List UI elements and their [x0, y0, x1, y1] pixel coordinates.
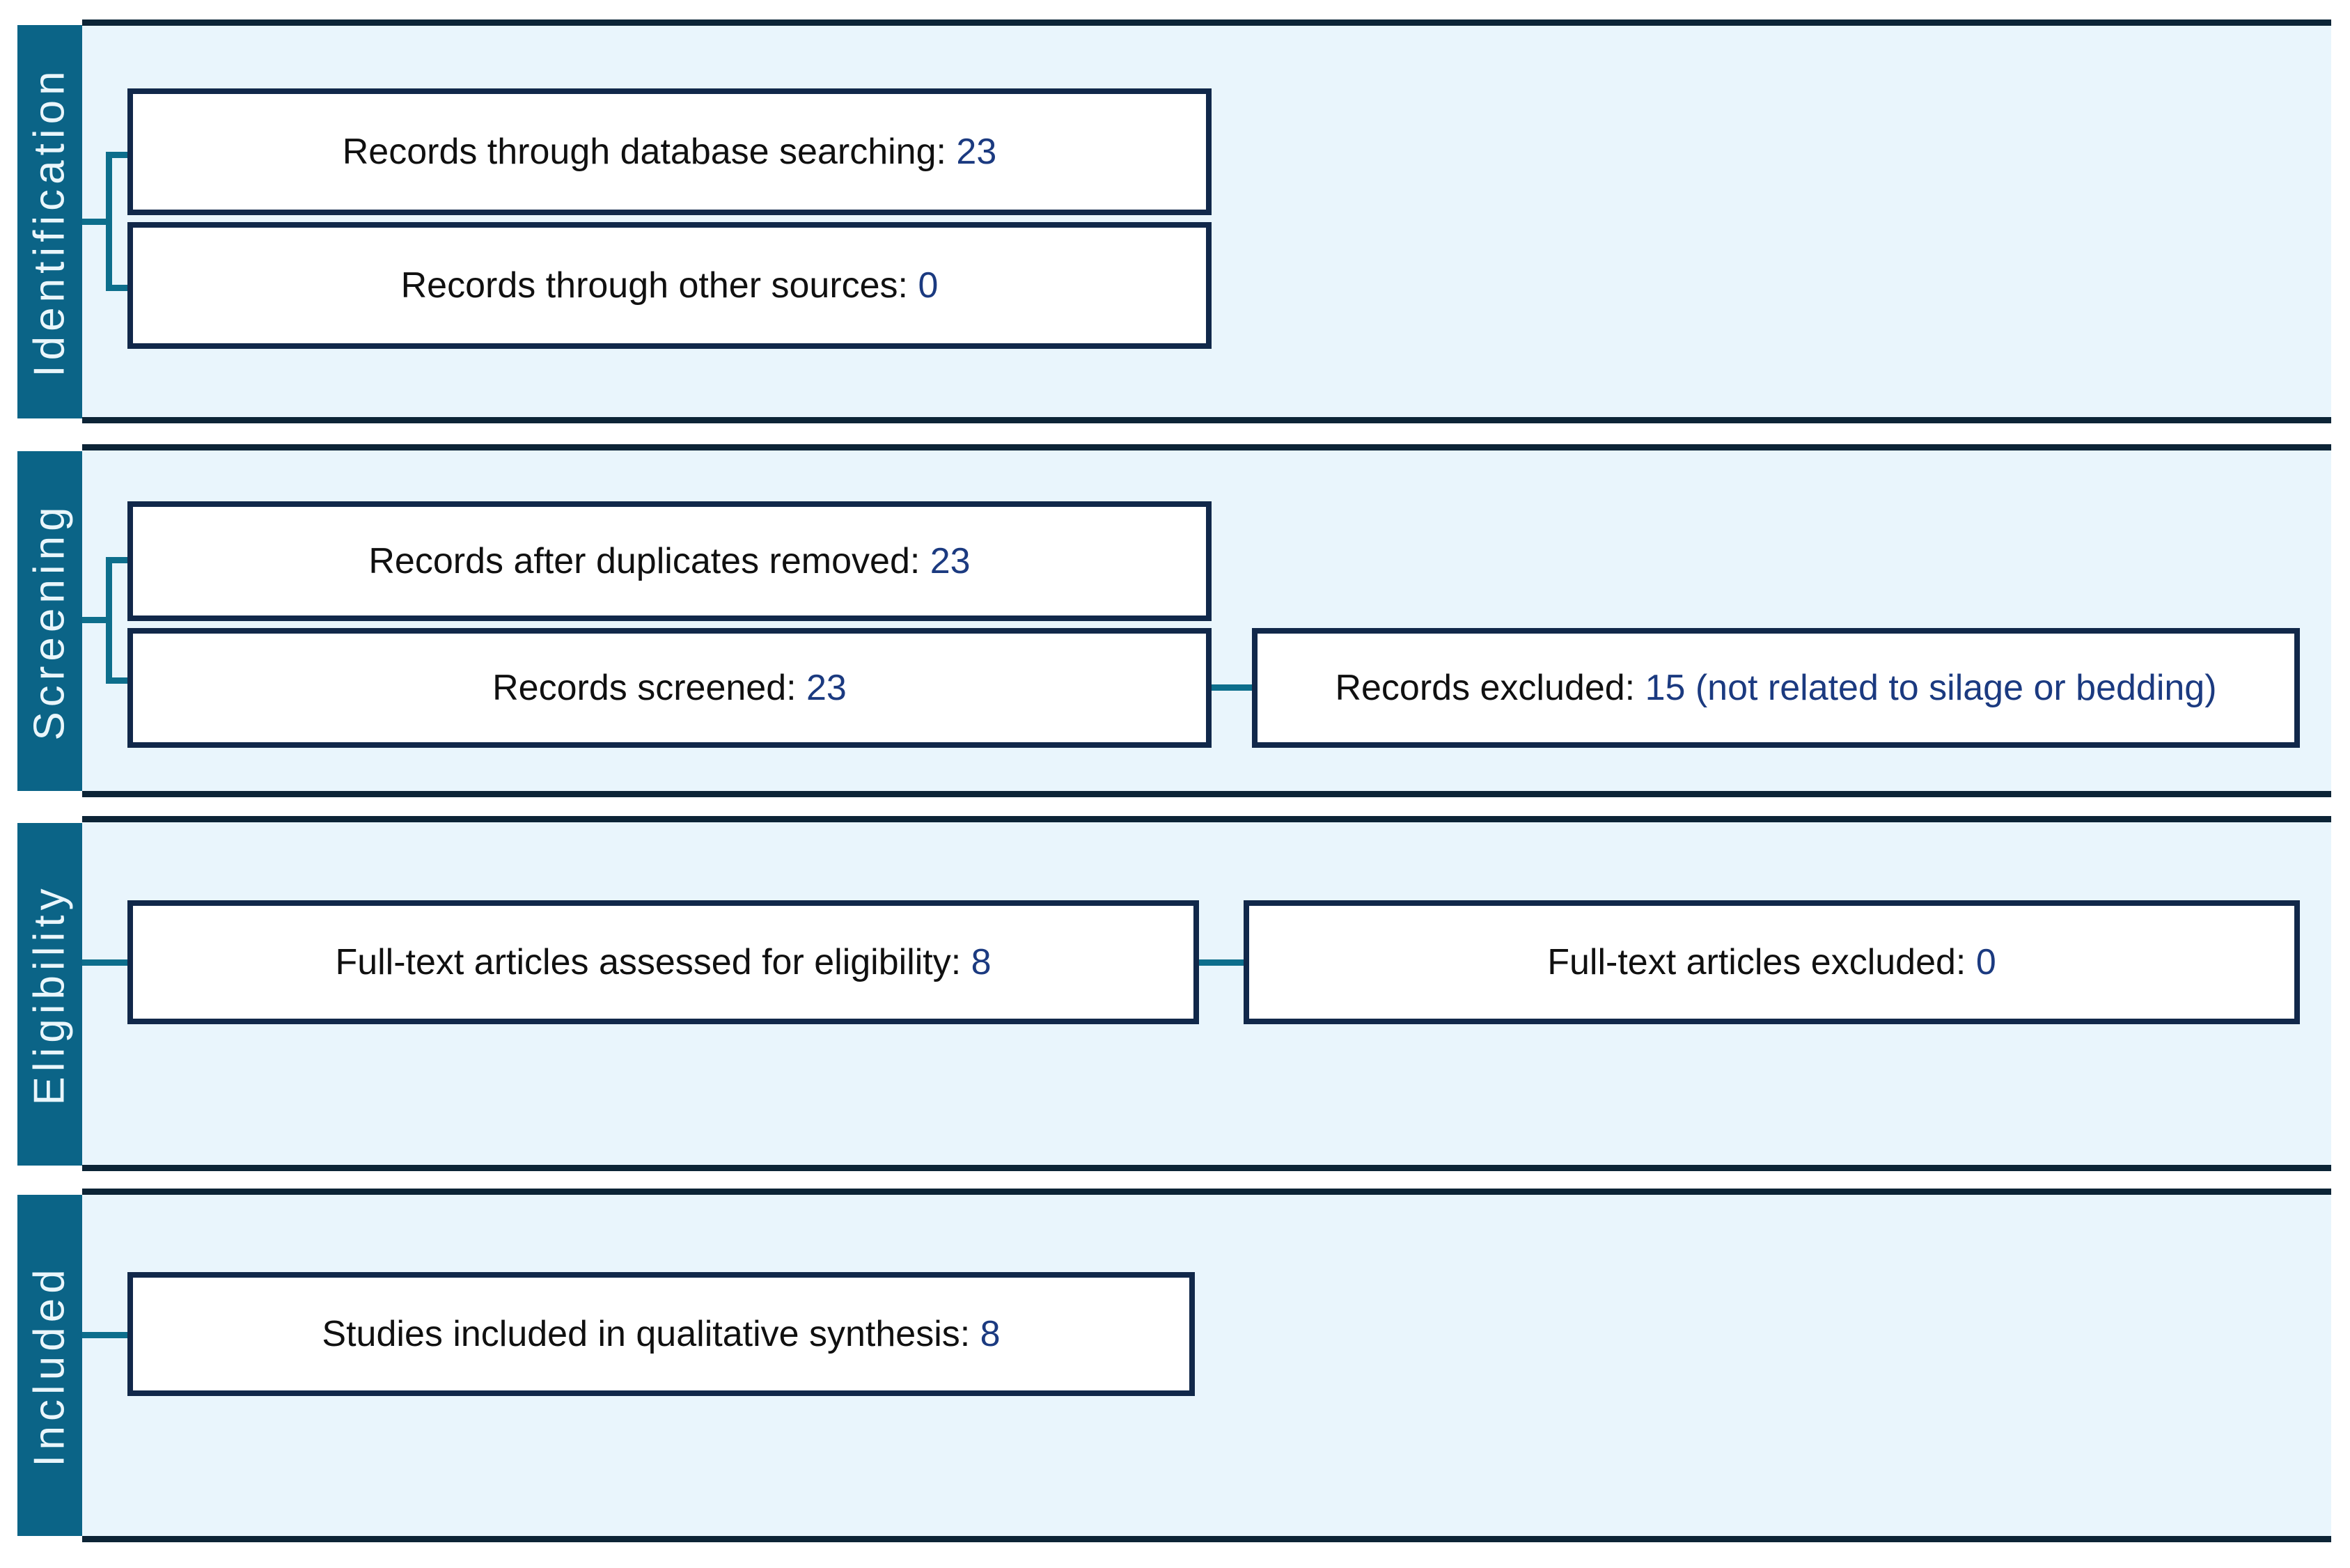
box-text-records-excluded: Records excluded: 15 (not related to sil… [1335, 667, 2217, 708]
connector-screening-spine [106, 557, 112, 684]
box-records-other-sources: Records through other sources: 0 [127, 222, 1212, 349]
box-text-full-text-assessed: Full-text articles assessed for eligibil… [335, 941, 992, 982]
box-text-records-after-duplicates-removed: Records after duplicates removed: 23 [368, 540, 971, 581]
box-value-records-database-searching: 23 [956, 131, 997, 172]
box-value-records-other-sources: 0 [918, 265, 939, 306]
box-records-screened: Records screened: 23 [127, 628, 1212, 748]
stage-tab-included: Included [17, 1195, 82, 1536]
connector-screening-to-excluded [1212, 684, 1253, 691]
connector-included-stub [82, 1332, 129, 1338]
stage-label-screening: Screening [26, 501, 74, 741]
box-value-records-screened: 23 [806, 667, 847, 708]
connector-identification-branch-top [106, 152, 134, 158]
box-text-studies-included-qualitative: Studies included in qualitative synthesi… [322, 1313, 1001, 1354]
box-records-after-duplicates-removed: Records after duplicates removed: 23 [127, 501, 1212, 621]
connector-screening-branch-bottom [106, 677, 134, 684]
box-text-records-database-searching: Records through database searching: 23 [342, 131, 997, 172]
stage-identification [82, 19, 2331, 423]
stage-tab-eligibility: Eligibility [17, 823, 82, 1166]
stage-label-included: Included [26, 1264, 75, 1467]
stage-label-identification: Identification [26, 66, 74, 377]
box-studies-included-qualitative: Studies included in qualitative synthesi… [127, 1272, 1195, 1396]
stage-tab-identification: Identification [17, 25, 82, 418]
box-text-full-text-excluded: Full-text articles excluded: 0 [1547, 941, 1996, 982]
connector-screening-branch-top [106, 557, 134, 563]
stage-label-eligibility: Eligibility [26, 883, 75, 1106]
box-value-studies-included-qualitative: 8 [980, 1313, 1001, 1354]
stage-tab-screening: Screening [17, 451, 82, 791]
connector-identification-branch-bottom [106, 285, 134, 291]
box-text-records-screened: Records screened: 23 [492, 667, 847, 708]
box-records-database-searching: Records through database searching: 23 [127, 88, 1212, 215]
connector-screening-stub [82, 617, 111, 623]
box-full-text-excluded: Full-text articles excluded: 0 [1244, 900, 2300, 1024]
box-full-text-assessed: Full-text articles assessed for eligibil… [127, 900, 1199, 1024]
box-value-records-after-duplicates-removed: 23 [930, 540, 971, 581]
box-records-excluded: Records excluded: 15 (not related to sil… [1252, 628, 2300, 748]
box-text-records-other-sources: Records through other sources: 0 [400, 265, 939, 306]
box-value-full-text-assessed: 8 [971, 941, 992, 982]
connector-eligibility-to-excluded [1199, 959, 1248, 966]
connector-identification-spine [106, 152, 112, 291]
box-value-records-excluded: 15 (not related to silage or bedding) [1645, 667, 2217, 708]
connector-eligibility-stub [82, 959, 129, 966]
box-value-full-text-excluded: 0 [1975, 941, 1996, 982]
connector-identification-stub [82, 219, 111, 225]
